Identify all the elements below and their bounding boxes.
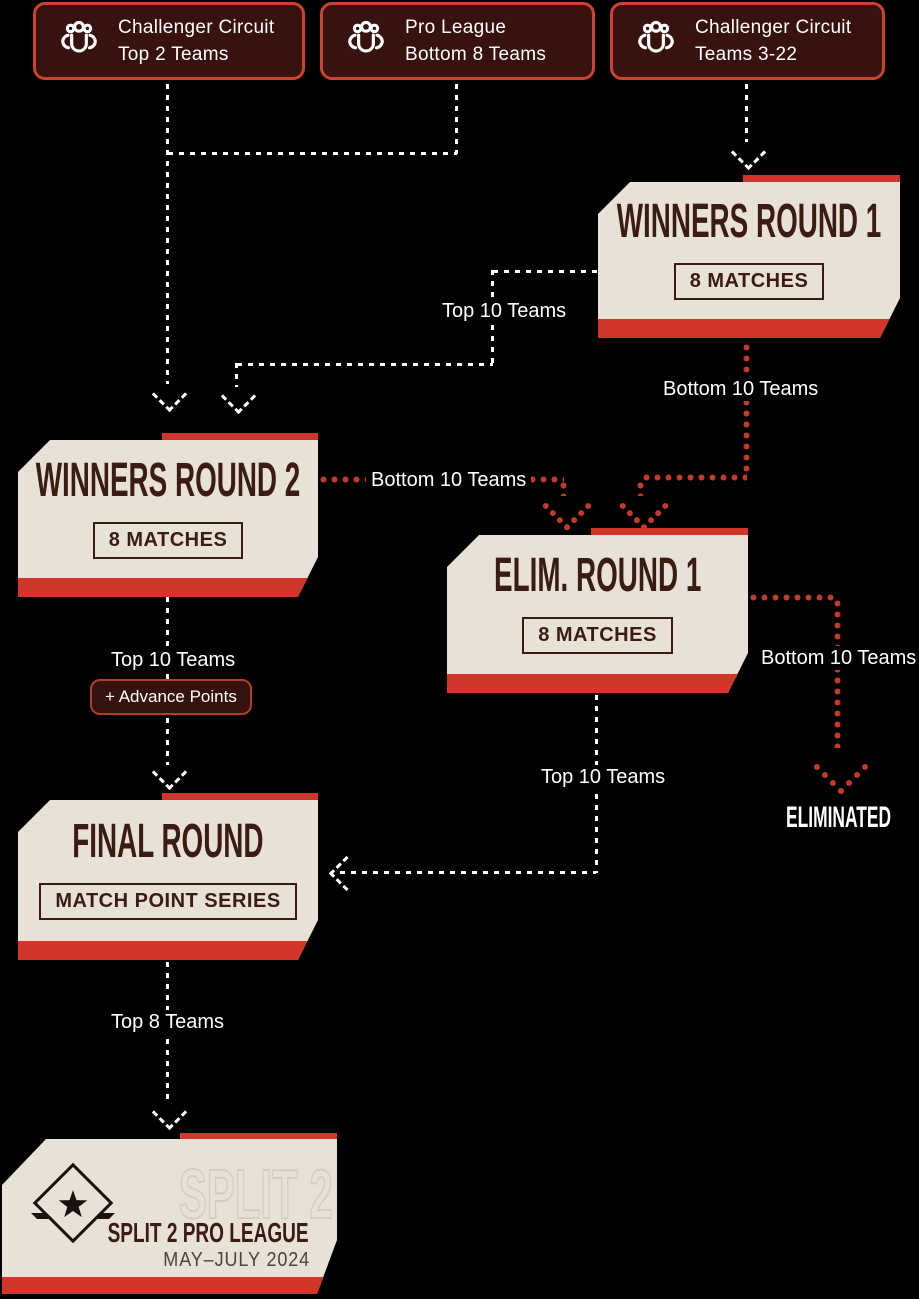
connector-elim-out-h [748, 594, 838, 601]
teams-icon [61, 20, 97, 53]
card-line2: Top 2 Teams [118, 44, 229, 65]
connector-elim-to-final-h [340, 871, 596, 874]
label-top8-final: Top 8 Teams [106, 1010, 230, 1034]
stage-elim-round-1: ELIM. ROUND 1 8 MATCHES [447, 528, 748, 693]
stage-title: WINNERS ROUND 1 [616, 195, 882, 248]
teams-icon [638, 20, 674, 53]
connector-wr1-to-wr2-h [237, 363, 493, 366]
arrowhead-red-eliminated [812, 738, 870, 796]
connector-wr1-bottom10-v [743, 342, 750, 474]
accent-stripe [447, 674, 748, 693]
stage-title: FINAL ROUND [72, 815, 264, 868]
connector-card2-drop [455, 84, 458, 154]
arrowhead-red-into-elim-right [618, 480, 670, 532]
connector-wr1-bottom10-h [641, 474, 747, 481]
stage-badge: 8 MATCHES [674, 263, 825, 300]
label-top10-elim: Top 10 Teams [536, 765, 671, 789]
connector-wr1-bottom10-drop [637, 480, 644, 496]
arrowhead-red-into-elim-left [541, 480, 593, 532]
accent-stripe [18, 578, 318, 597]
arrowhead-into-final-right [328, 855, 365, 892]
connector-elim-out-v [834, 598, 841, 748]
stage-winners-round-2: WINNERS ROUND 2 8 MATCHES [18, 433, 318, 597]
connector-wr2-bottom10-drop [560, 480, 567, 496]
banner-panel: SPLIT 2 SPLIT 2 PRO LEAGUE MAY–JULY 2024 [2, 1139, 337, 1294]
stage-winners-round-1: WINNERS ROUND 1 8 MATCHES [598, 175, 900, 338]
label-bottom10-wr2: Bottom 10 Teams [366, 468, 532, 492]
stage-title: WINNERS ROUND 2 [35, 453, 301, 507]
split2-pro-league-banner: SPLIT 2 SPLIT 2 PRO LEAGUE MAY–JULY 2024 [2, 1133, 337, 1294]
accent-stripe [162, 793, 318, 800]
stage-badge: 8 MATCHES [522, 617, 673, 654]
card-line1: Challenger Circuit [695, 17, 852, 38]
stage-badge: 8 MATCHES [93, 522, 244, 559]
stage-panel: WINNERS ROUND 1 8 MATCHES [598, 182, 900, 338]
accent-stripe [18, 941, 318, 960]
accent-stripe [742, 175, 900, 182]
accent-stripe [162, 433, 318, 440]
card-line2: Bottom 8 Teams [405, 44, 547, 65]
stage-badge: MATCH POINT SERIES [39, 883, 296, 920]
accent-stripe [179, 1133, 337, 1140]
eliminated-text: ELIMINATED [786, 801, 892, 834]
card-challenger-top2: Challenger Circuit Top 2 Teams [33, 2, 305, 80]
stage-panel: ELIM. ROUND 1 8 MATCHES [447, 535, 748, 693]
card-challenger-3-22: Challenger Circuit Teams 3-22 [610, 2, 885, 80]
connector-card3-to-wr1 [745, 84, 748, 142]
arrowhead-into-wr2-left [151, 376, 188, 413]
split2-dates: MAY–JULY 2024 [163, 1249, 310, 1271]
accent-stripe [598, 319, 900, 338]
arrowhead-into-wr2-right [220, 378, 257, 415]
connector-wr1-to-wr2-v [235, 363, 238, 387]
advance-points-pill: + Advance Points [90, 679, 252, 715]
card-line1: Pro League [405, 17, 507, 38]
accent-stripe [2, 1277, 337, 1294]
label-bottom10-elim: Bottom 10 Teams [756, 646, 919, 670]
connector-card2-join [168, 152, 457, 155]
ghost-split2-text: SPLIT 2 [178, 1155, 333, 1233]
label-bottom10-wr1: Bottom 10 Teams [658, 377, 824, 401]
connector-card1-to-wr2 [166, 84, 169, 384]
stage-panel: WINNERS ROUND 2 8 MATCHES [18, 440, 318, 597]
arrowhead-into-final [151, 754, 188, 791]
card-proleague-bottom8: Pro League Bottom 8 Teams [320, 2, 595, 80]
league-star-emblem-icon [28, 1158, 118, 1248]
connector-wr1-left-h [493, 270, 598, 273]
split2-title: SPLIT 2 PRO LEAGUE [107, 1217, 309, 1248]
accent-stripe [591, 528, 748, 535]
label-top10-wr1: Top 10 Teams [437, 299, 572, 323]
card-line1: Challenger Circuit [118, 17, 275, 38]
stage-title: ELIM. ROUND 1 [493, 549, 702, 602]
arrowhead-into-split2 [151, 1094, 188, 1131]
label-top10-wr2: Top 10 Teams [106, 648, 241, 672]
stage-final-round: FINAL ROUND MATCH POINT SERIES [18, 793, 318, 960]
arrowhead-into-wr1 [730, 134, 767, 171]
card-line2: Teams 3-22 [695, 44, 798, 65]
stage-panel: FINAL ROUND MATCH POINT SERIES [18, 800, 318, 960]
teams-icon [348, 20, 384, 53]
